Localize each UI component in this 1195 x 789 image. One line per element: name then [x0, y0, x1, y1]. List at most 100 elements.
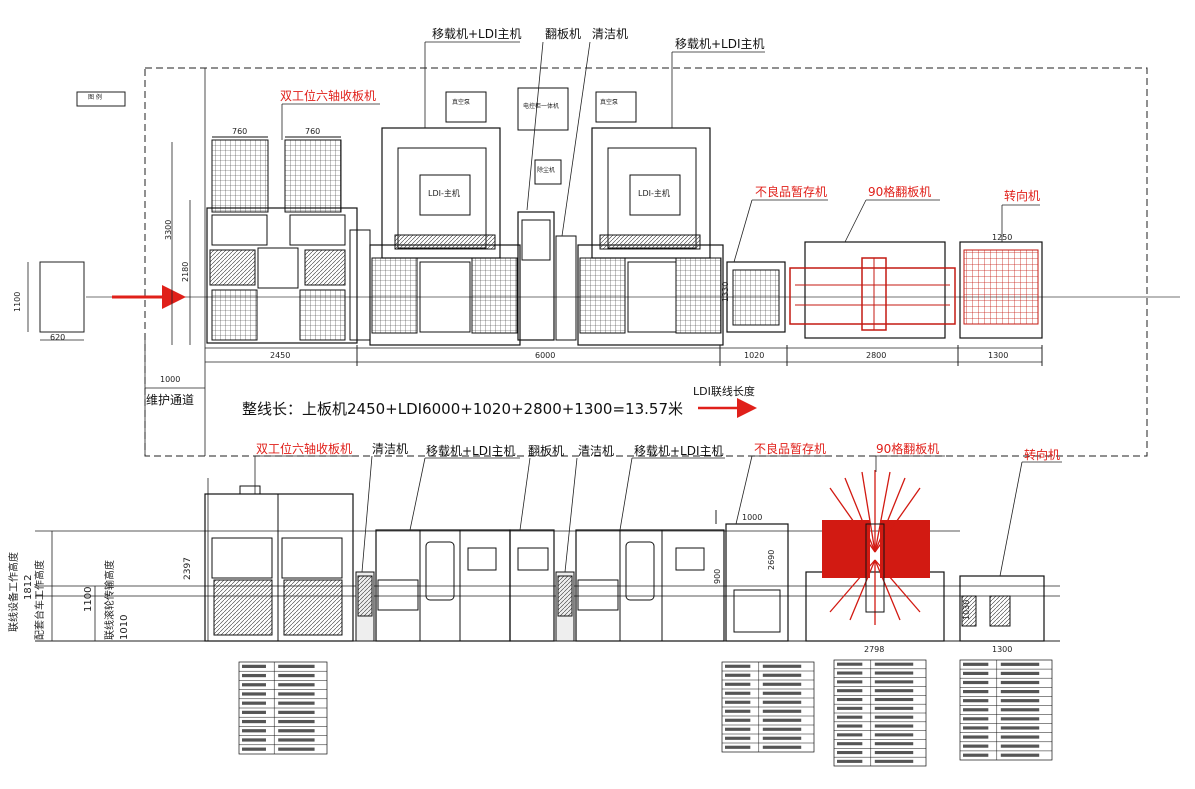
flipper-90-plan [789, 241, 956, 339]
h1010: 1010 [119, 614, 130, 640]
cabinet-small: 除尘机 [537, 167, 556, 174]
table-cell-text [725, 700, 751, 704]
table-cell-text [837, 759, 863, 763]
dim-1330: 1330 [721, 281, 730, 302]
building-boundary [144, 67, 1148, 457]
ldi-length-note: LDI联线长度 [693, 385, 755, 398]
table-cell-text [1000, 708, 1040, 712]
table-cell-text [242, 710, 266, 714]
table-cell-text [1000, 699, 1040, 703]
table-cell-text [837, 662, 863, 666]
label-cleaner: 清洁机 [592, 27, 629, 41]
table-cell-text [278, 729, 315, 733]
dim-1100: 1100 [13, 291, 22, 312]
table-cell-text [874, 733, 914, 737]
elev-dim-1000: 1000 [742, 513, 763, 522]
table-cell-text [837, 689, 863, 693]
label-flipper-90: 90格翻板机 [868, 185, 932, 199]
table-cell-text [278, 738, 315, 742]
table-cell-text [837, 742, 863, 746]
dim-2180: 2180 [181, 261, 190, 282]
table-cell-text [278, 664, 315, 668]
h2397: 2397 [183, 557, 193, 580]
elev-transfer-ldi-2: 移载机+LDI主机 [634, 444, 724, 458]
table-cell-text [837, 715, 863, 719]
h1812: 1812 [23, 574, 34, 600]
elev-dim-900: 900 [713, 568, 722, 584]
table-cell-text [963, 735, 989, 739]
table-cell-text [762, 664, 802, 668]
table-cell-text [837, 680, 863, 684]
ldi-host-1: LDI-主机 [428, 189, 460, 198]
label-transfer-ldi-1: 移载机+LDI主机 [432, 27, 522, 41]
defect-buffer-elevation [715, 510, 789, 642]
table-cell-text [762, 745, 802, 749]
table-cell-text [874, 724, 914, 728]
table-cell-text [837, 750, 863, 755]
cart-height-label: 配套台车工作高度 [35, 560, 46, 640]
table-cell-text [278, 701, 315, 705]
dim-760a: 760 [232, 127, 248, 136]
label-flipper: 翻板机 [545, 27, 582, 41]
table-cell-text [278, 710, 315, 714]
table-cell-text [874, 680, 914, 684]
table-cell-text [1000, 671, 1040, 675]
elev-dim-2690: 2690 [767, 549, 776, 570]
table-cell-text [1000, 680, 1040, 685]
table-cell-text [762, 700, 802, 704]
table-cell-text [1000, 726, 1040, 730]
elev-transfer-ldi-1: 移载机+LDI主机 [426, 444, 516, 458]
turner-elevation [959, 575, 1045, 642]
dim-2800: 2800 [866, 351, 887, 360]
maintenance-label: 维护通道 [146, 393, 195, 407]
dim-1300: 1300 [988, 351, 1009, 360]
table-cell-text [837, 724, 863, 728]
legend-text: 图 例 [88, 94, 102, 101]
table-cell-text [725, 682, 751, 686]
label-dual-station-unloader: 双工位六轴收板机 [280, 89, 377, 103]
table-cell-text [762, 736, 802, 740]
elev-dim-2798: 2798 [864, 645, 885, 654]
table-cell-text [874, 759, 914, 763]
roller-height-label: 联线滚轮传输高度 [105, 560, 116, 640]
table-cell-text [963, 708, 989, 712]
elev-cleaner-1: 清洁机 [372, 442, 409, 456]
ldi-unit-1-plan [369, 91, 521, 346]
table-cell-text [278, 747, 315, 751]
vacuum-2: 真空泵 [600, 99, 619, 106]
table-cell-text [242, 664, 266, 668]
turner-plan [959, 241, 1043, 339]
leader-lines-elevation [254, 455, 1062, 577]
dim-620: 620 [50, 333, 66, 342]
table-cell-text [762, 691, 802, 695]
dim-3300: 3300 [164, 219, 173, 240]
elev-dual-station-unloader: 双工位六轴收板机 [256, 442, 353, 456]
table-cell-text [242, 683, 266, 687]
table-cell-text [1000, 753, 1040, 757]
table-cell-text [1000, 735, 1040, 739]
elev-dim-1300: 1300 [992, 645, 1013, 654]
table-cell-text [242, 673, 266, 678]
table-cell-text [874, 671, 914, 675]
label-transfer-ldi-2: 移载机+LDI主机 [675, 37, 765, 51]
table-cell-text [725, 664, 751, 668]
table-cell-text [963, 680, 989, 685]
unloader-elevation [204, 485, 354, 642]
ldi-unit-2-plan [577, 91, 724, 346]
table-cell-text [1000, 662, 1040, 666]
ldi-host-2: LDI-主机 [638, 189, 670, 198]
table-cell-text [762, 709, 802, 713]
table-cell-text [242, 701, 266, 705]
table-cell-text [278, 719, 315, 724]
table-cell-text [963, 717, 989, 721]
elev-turner: 转向机 [1024, 448, 1061, 462]
line-height-label: 联线设备工作高度 [9, 552, 20, 632]
table-cell-text [725, 718, 751, 722]
table-cell-text [1000, 744, 1040, 748]
table-cell-text [963, 699, 989, 703]
legend-box [76, 91, 126, 107]
dim-1020: 1020 [744, 351, 765, 360]
flip-cabinet: 电控柜一体机 [523, 103, 560, 110]
h1100: 1100 [83, 586, 94, 612]
